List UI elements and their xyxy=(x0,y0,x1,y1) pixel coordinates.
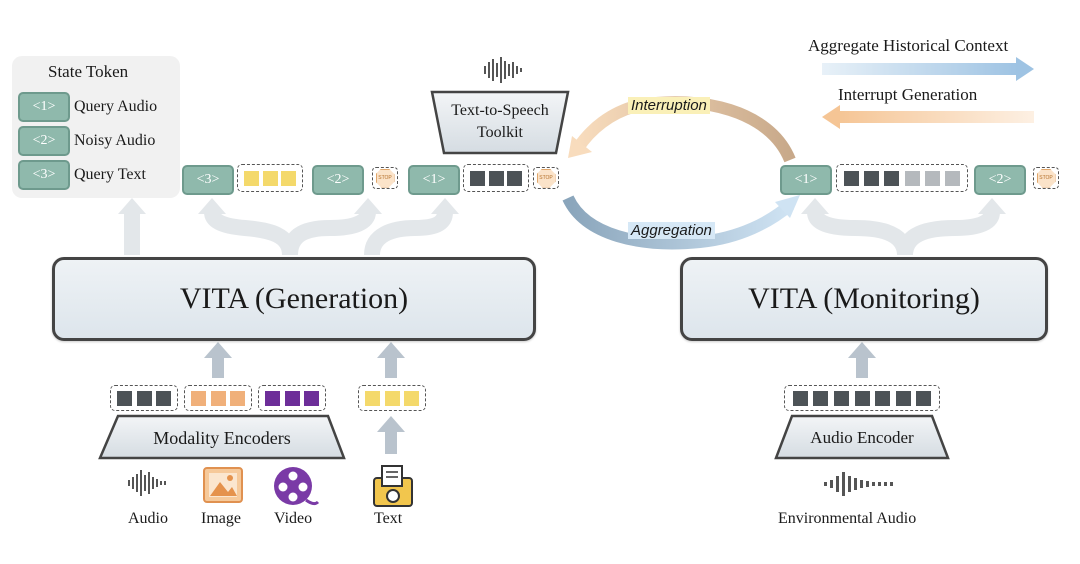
token-square xyxy=(262,170,278,186)
token-square xyxy=(813,390,829,406)
token-square xyxy=(229,390,245,406)
token-square xyxy=(944,170,960,186)
token-square xyxy=(265,390,281,406)
audio-waveform-icon xyxy=(128,470,166,496)
video-icon xyxy=(274,467,320,506)
token-square xyxy=(155,390,171,406)
token-square xyxy=(210,390,226,406)
input-audio-label: Audio xyxy=(128,510,168,527)
token-square xyxy=(243,170,259,186)
token-square xyxy=(854,390,870,406)
env-audio-tokens xyxy=(784,385,940,411)
stop-token: STOP xyxy=(1033,167,1059,189)
token-square xyxy=(864,170,880,186)
state-token-1-label: Query Audio xyxy=(74,98,158,115)
interrupt-legend-label: Interrupt Generation xyxy=(838,85,978,104)
gen-yellow-tokens xyxy=(237,164,303,192)
input-image-label: Image xyxy=(201,510,241,527)
stop-icon: STOP xyxy=(1036,168,1056,188)
stop-token: STOP xyxy=(372,167,398,189)
token-square xyxy=(303,390,319,406)
token-square xyxy=(884,170,900,186)
input-text-label: Text xyxy=(374,510,403,527)
text-icon xyxy=(373,465,413,507)
token-square xyxy=(384,390,400,406)
gen-dark-tokens xyxy=(463,164,529,192)
up-arrows xyxy=(204,342,876,454)
mon-token-2: <2> xyxy=(974,165,1026,195)
token-square xyxy=(488,170,504,186)
token-square xyxy=(924,170,940,186)
token-square xyxy=(117,390,133,406)
aggregate-legend-arrow xyxy=(822,57,1034,81)
token-square xyxy=(833,390,849,406)
token-square xyxy=(507,170,523,186)
text-tokens xyxy=(358,385,426,411)
aggregation-label: Aggregation xyxy=(628,222,715,239)
token-square xyxy=(916,390,932,406)
stop-icon: STOP xyxy=(536,168,556,188)
token-square xyxy=(284,390,300,406)
token-square xyxy=(191,390,207,406)
modality-encoders-label: Modality Encoders xyxy=(153,428,291,448)
gen-token-3: <3> xyxy=(182,165,234,195)
mon-feedback-arrows xyxy=(807,210,1000,256)
token-square xyxy=(844,170,860,186)
stop-token: STOP xyxy=(533,167,559,189)
token-square xyxy=(792,390,808,406)
state-token-2-label: Noisy Audio xyxy=(74,132,156,149)
vita-monitoring-title: VITA (Monitoring) xyxy=(748,282,980,315)
token-square xyxy=(136,390,152,406)
token-square xyxy=(904,170,920,186)
gen-token-2: <2> xyxy=(312,165,364,195)
state-token-3: <3> xyxy=(18,160,70,190)
tts-label-line1: Text-to-Speech xyxy=(451,102,549,119)
tts-label-line2: Toolkit xyxy=(477,124,523,141)
token-square xyxy=(365,390,381,406)
audio-encoder-label: Audio Encoder xyxy=(810,428,914,447)
input-environmental-audio-label: Environmental Audio xyxy=(778,510,917,527)
interrupt-legend-arrow xyxy=(822,105,1034,129)
tts-shape xyxy=(430,90,570,155)
image-tokens xyxy=(184,385,252,411)
mon-tokens xyxy=(836,164,968,192)
token-square xyxy=(281,170,297,186)
token-square xyxy=(469,170,485,186)
vita-generation-box: VITA (Generation) xyxy=(52,257,536,341)
aggregate-legend-label: Aggregate Historical Context xyxy=(808,36,1009,55)
video-tokens xyxy=(258,385,326,411)
state-token-title: State Token xyxy=(48,62,129,81)
input-video-label: Video xyxy=(274,510,313,527)
environmental-waveform-icon xyxy=(824,472,893,496)
state-token-1: <1> xyxy=(18,92,70,122)
token-square xyxy=(875,390,891,406)
audio-encoder-shape xyxy=(774,414,950,460)
stop-icon: STOP xyxy=(375,168,395,188)
modality-encoder-shape xyxy=(98,414,346,460)
state-token-2: <2> xyxy=(18,126,70,156)
vita-monitoring-box: VITA (Monitoring) xyxy=(680,257,1048,341)
state-token-3-label: Query Text xyxy=(74,166,146,183)
mon-token-1: <1> xyxy=(780,165,832,195)
interruption-label: Interruption xyxy=(628,97,710,114)
token-square xyxy=(895,390,911,406)
tts-waveform-icon xyxy=(484,57,522,83)
gen-feedback-arrows xyxy=(124,210,453,256)
gen-token-1: <1> xyxy=(408,165,460,195)
vita-generation-title: VITA (Generation) xyxy=(179,282,409,315)
audio-tokens xyxy=(110,385,178,411)
image-icon xyxy=(203,467,243,503)
aggregation-arc xyxy=(562,195,800,250)
token-square xyxy=(403,390,419,406)
